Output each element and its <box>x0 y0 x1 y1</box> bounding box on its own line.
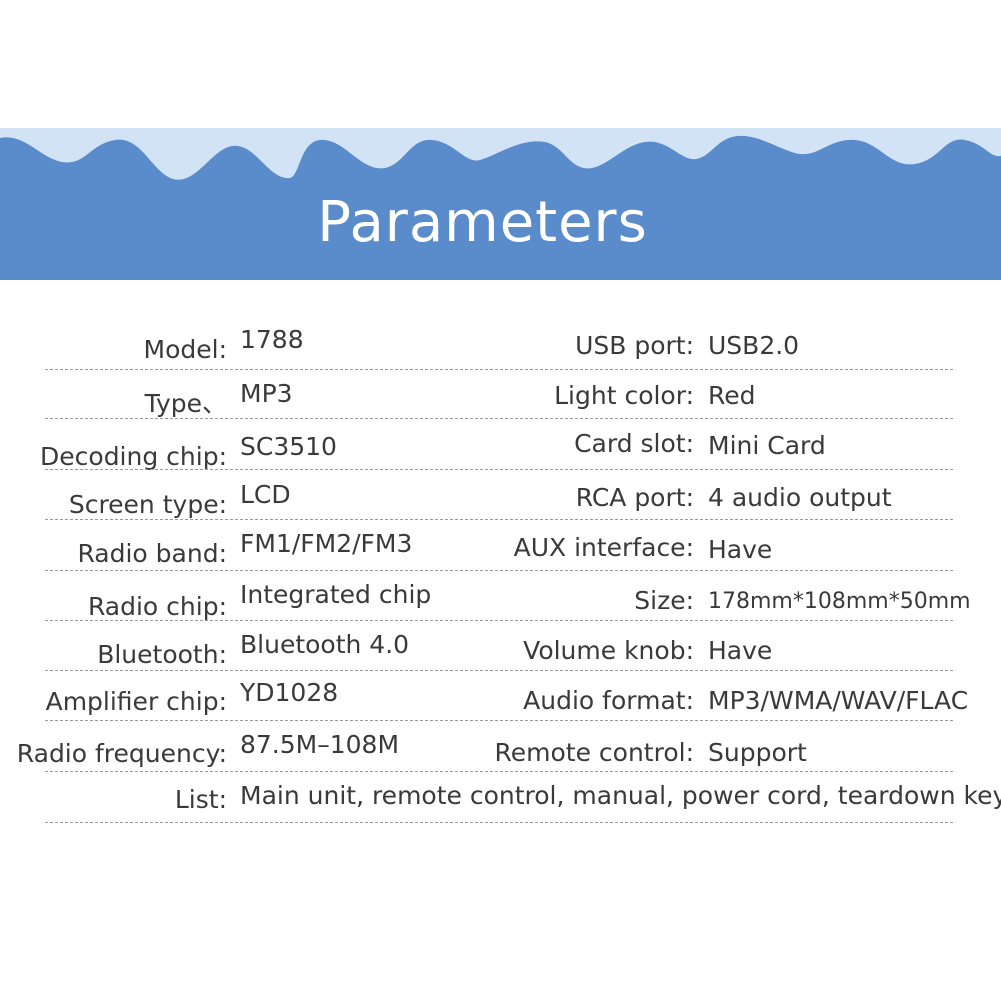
row-divider <box>45 670 953 671</box>
param-value: 178mm*108mm*50mm <box>708 589 971 614</box>
param-label: Screen type: <box>68 490 227 519</box>
param-label: Decoding chip: <box>40 442 227 471</box>
row-divider <box>45 822 953 823</box>
param-label: Remote control: <box>494 738 695 767</box>
row-divider <box>45 771 953 772</box>
param-value: 4 audio output <box>708 483 892 512</box>
param-label: Light color: <box>554 381 694 410</box>
row-divider <box>45 469 953 470</box>
row-divider <box>45 720 953 721</box>
param-label: Audio format: <box>523 686 694 715</box>
param-label: USB port: <box>575 331 694 360</box>
param-value: Have <box>708 535 773 564</box>
row-divider <box>45 369 953 370</box>
param-value: YD1028 <box>240 678 339 707</box>
param-label: AUX interface: <box>513 533 694 562</box>
param-label: Model: <box>143 335 227 364</box>
param-value: 1788 <box>240 325 304 354</box>
row-divider <box>45 620 953 621</box>
param-label: Size: <box>634 586 694 615</box>
param-value: SC3510 <box>240 432 337 461</box>
param-label: Amplifier chip: <box>45 687 227 716</box>
param-label: Radio frequency: <box>16 739 227 768</box>
param-value: Support <box>708 738 807 767</box>
param-label: Radio chip: <box>87 592 227 621</box>
param-value: Have <box>708 636 773 665</box>
param-value: MP3/WMA/WAV/FLAC <box>708 686 969 715</box>
banner-wave-dark <box>0 135 1001 280</box>
param-label: Volume knob: <box>523 636 694 665</box>
page-title: Parameters <box>317 190 648 255</box>
param-label: Radio band: <box>77 539 227 568</box>
param-value: Integrated chip <box>240 580 432 609</box>
row-divider <box>45 418 953 419</box>
list-value: Main unit, remote control, manual, power… <box>240 781 1001 810</box>
param-label: RCA port: <box>575 483 694 512</box>
row-divider <box>45 519 953 520</box>
param-label: Card slot: <box>574 429 694 458</box>
param-value: MP3 <box>240 379 293 408</box>
param-value: USB2.0 <box>708 331 800 360</box>
param-value: LCD <box>240 480 291 509</box>
row-divider <box>45 570 953 571</box>
wave-banner-graphic <box>0 128 1001 280</box>
param-label: Type、 <box>144 389 227 418</box>
param-label: Bluetooth: <box>97 640 227 669</box>
param-value: 87.5M–108M <box>240 730 400 759</box>
header-banner: Parameters <box>0 128 1001 280</box>
param-value: FM1/FM2/FM3 <box>240 529 413 558</box>
param-value: Bluetooth 4.0 <box>240 630 410 659</box>
param-value: Red <box>708 381 756 410</box>
list-label: List: <box>174 785 227 814</box>
param-value: Mini Card <box>708 431 826 460</box>
